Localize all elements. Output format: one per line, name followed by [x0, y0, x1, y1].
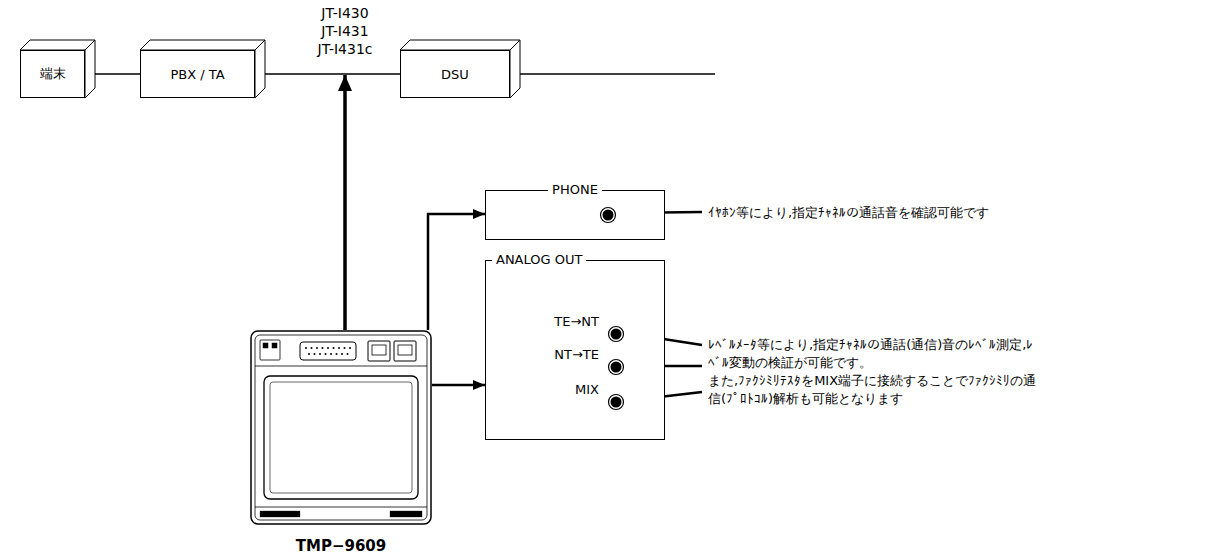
- device-part: [368, 341, 390, 361]
- connector-pin: [336, 353, 338, 355]
- interface-standard: JT-I430: [321, 4, 368, 22]
- equipment-box: 端末: [20, 50, 85, 98]
- device-part: [251, 331, 431, 524]
- connector-pin: [319, 353, 321, 355]
- device-part: [390, 511, 422, 517]
- connector-pin: [322, 347, 324, 349]
- connector-pin: [330, 353, 332, 355]
- connector-pin: [349, 347, 351, 349]
- connector-pin: [308, 353, 310, 355]
- panel-title: PHONE: [548, 182, 602, 198]
- device-part: [270, 382, 412, 493]
- device-part: [372, 345, 386, 355]
- connector-pin: [314, 353, 316, 355]
- jack-label: MIX: [575, 382, 599, 398]
- connector-pin: [327, 347, 329, 349]
- box-top-face: [140, 40, 265, 50]
- connector-pin: [344, 347, 346, 349]
- jack-socket: [611, 329, 622, 340]
- equipment-box: PBX / TA: [140, 50, 255, 98]
- interface-standard: JT-I431: [321, 22, 368, 40]
- jack-layer: [486, 191, 666, 241]
- box-label: 端末: [40, 65, 66, 83]
- connector-pin: [311, 347, 313, 349]
- device-part: [255, 507, 427, 508]
- connector-pin: [325, 353, 327, 355]
- connector-pin: [316, 347, 318, 349]
- panel-title: ANALOG OUT: [492, 252, 586, 268]
- jack-ring: [609, 360, 624, 375]
- equipment-box: DSU: [400, 50, 510, 98]
- jack-label: NT→TE: [554, 347, 599, 363]
- connector-pin: [338, 347, 340, 349]
- output-panel: ANALOG OUTTE→NTNT→TEMIX: [485, 260, 665, 440]
- device-part: [264, 376, 418, 499]
- jack-socket: [611, 362, 622, 373]
- jack-ring: [609, 327, 624, 342]
- line-connection: [255, 73, 400, 74]
- device-part: [255, 366, 427, 367]
- device-part: [398, 345, 412, 355]
- device-name: TMP−9609: [296, 537, 386, 555]
- connector-pin: [341, 353, 343, 355]
- tracer-device: TMP−9609: [250, 330, 432, 525]
- output-arrow: [432, 384, 485, 387]
- connector-pin: [333, 347, 335, 349]
- device-part: [260, 511, 300, 517]
- device-part: [263, 343, 268, 348]
- box-label: DSU: [441, 67, 469, 82]
- output-arrow: [428, 214, 485, 330]
- interface-standard: JT-I431c: [318, 40, 373, 58]
- callout-note: ﾚﾍﾞﾙﾒｰﾀ等により,指定ﾁｬﾈﾙの通話(通信)音のﾚﾍﾞﾙ測定,ﾚﾍﾞﾙ変動…: [708, 336, 1043, 372]
- box-label: PBX / TA: [170, 67, 224, 82]
- tracer-illustration: [250, 330, 432, 525]
- jack-ring: [601, 208, 616, 223]
- jack-ring: [609, 395, 624, 410]
- box-top-face: [400, 40, 520, 50]
- box-side-face: [255, 40, 265, 98]
- device-part: [272, 343, 277, 348]
- connector-pin: [305, 347, 307, 349]
- jack-label: TE→NT: [554, 314, 599, 330]
- jack-socket: [603, 210, 614, 221]
- output-panel: PHONE: [485, 190, 665, 240]
- device-part: [394, 341, 416, 361]
- line-continuation: [510, 73, 715, 74]
- callout-note: また,ﾌｧｸｼﾐﾘﾃｽﾀをMIX端子に接続することでﾌｧｸｼﾐﾘの通信(ﾌﾟﾛﾄ…: [708, 372, 1043, 408]
- device-part: [300, 342, 356, 360]
- connector-pin: [347, 353, 349, 355]
- box-side-face: [510, 40, 520, 98]
- callout-note: ｲﾔﾎﾝ等により,指定ﾁｬﾈﾙの通話音を確認可能です: [708, 204, 989, 222]
- box-side-face: [85, 40, 95, 98]
- device-part: [260, 340, 280, 360]
- device-part: [255, 335, 427, 520]
- box-top-face: [20, 40, 95, 50]
- jack-socket: [611, 397, 622, 408]
- probe-arrow: [343, 75, 347, 330]
